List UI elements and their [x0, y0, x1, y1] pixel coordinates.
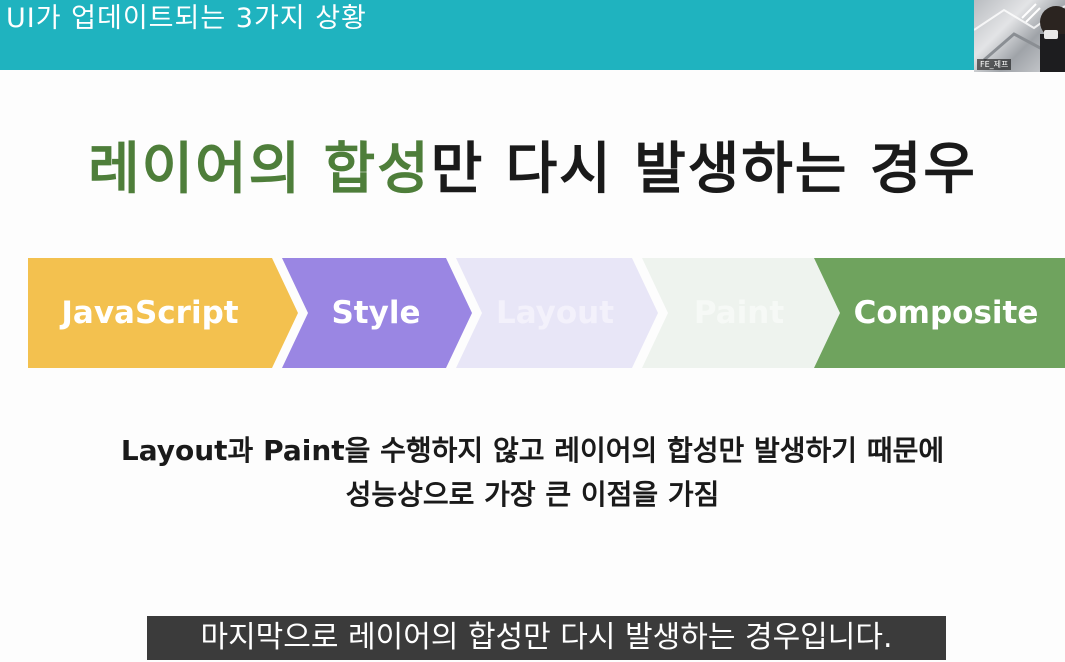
pipeline-label-paint: Paint [693, 295, 785, 331]
rendering-pipeline: JavaScript Style Layout Paint Composite [0, 258, 1065, 368]
presenter-name-label: FE_제프 [977, 59, 1012, 70]
slide-heading: 레이어의 합성만 다시 발생하는 경우 [0, 132, 1065, 208]
pipeline-arrows [28, 258, 1065, 368]
pipeline-arrow-layout [456, 258, 658, 368]
pipeline-label-composite: Composite [853, 295, 1039, 331]
pipeline-label-layout: Layout [495, 295, 615, 331]
slide-body-line-1: Layout과 Paint을 수행하지 않고 레이어의 합성만 발생하기 때문에 [120, 434, 945, 467]
pipeline-arrow-javascript [28, 258, 298, 368]
webcam-scene [974, 3, 1065, 72]
presenter-webcam: FE_제프 [974, 0, 1065, 72]
pipeline-arrow-style [282, 258, 472, 368]
slide-header-bar: UI가 업데이트되는 3가지 상황 [0, 0, 1065, 70]
pipeline-label-javascript: JavaScript [61, 295, 239, 331]
slide-body-line-2: 성능상으로 가장 큰 이점을 가짐 [345, 478, 720, 511]
slide-heading-highlight: 레이어의 합성 [88, 137, 431, 202]
video-caption: 마지막으로 레이어의 합성만 다시 발생하는 경우입니다. [147, 616, 946, 660]
slide-header-title: UI가 업데이트되는 3가지 상황 [6, 3, 367, 34]
slide-heading-rest: 만 다시 발생하는 경우 [430, 137, 977, 202]
pipeline-arrow-paint [642, 258, 840, 368]
pipeline-arrow-composite [814, 258, 1065, 368]
pipeline-label-style: Style [331, 295, 421, 331]
